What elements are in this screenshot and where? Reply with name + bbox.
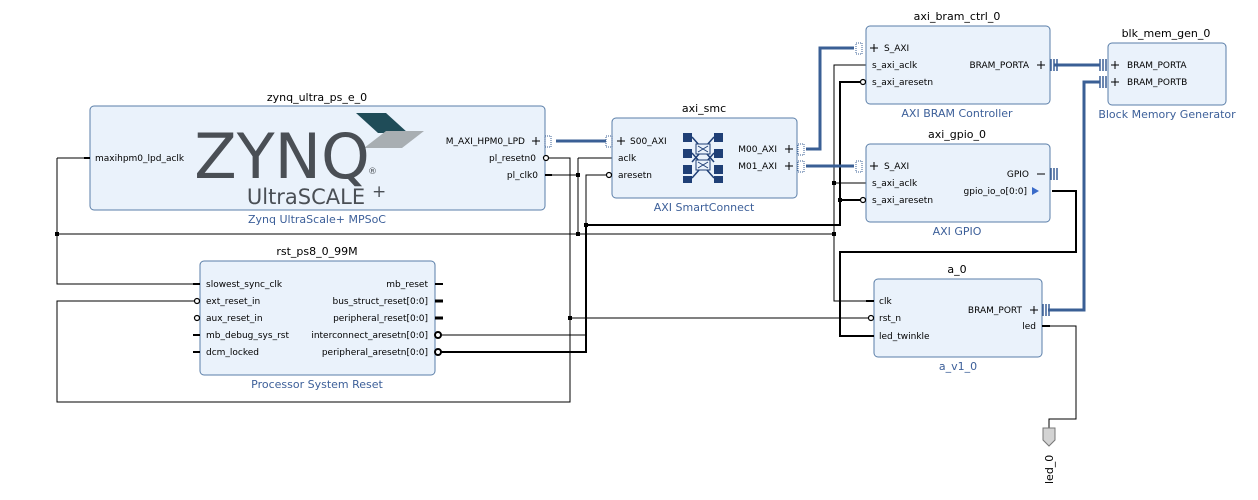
port-bus-struct-reset[interactable]: bus_struct_reset[0:0]: [332, 297, 428, 307]
port-interconnect-aresetn[interactable]: interconnect_aresetn[0:0]: [311, 331, 428, 341]
bram-ctrl-instance-name: axi_bram_ctrl_0: [914, 10, 1001, 23]
zynq-instance-name: zynq_ultra_ps_e_0: [267, 91, 367, 104]
port-ext-reset-in[interactable]: ext_reset_in: [206, 297, 260, 307]
smartconnect-crossbar-icon: [683, 133, 723, 183]
rst-ip-name: Processor System Reset: [251, 378, 383, 391]
gpio-instance-name: axi_gpio_0: [928, 128, 986, 141]
port-led0-label: led_0: [1043, 455, 1056, 484]
gpio-ip-name: AXI GPIO: [933, 225, 982, 238]
rst-instance-name: rst_ps8_0_99M: [276, 245, 357, 258]
port-rst-n[interactable]: rst_n: [879, 314, 901, 324]
block-axi-smartconnect[interactable]: axi_smc S00_AXI aclk aresetn M00_AXI M01…: [605, 102, 805, 214]
port-bram-portb-in[interactable]: BRAM_PORTB: [1127, 78, 1187, 88]
port-clk[interactable]: clk: [879, 297, 892, 307]
port-pl-clk0[interactable]: pl_clk0: [507, 171, 538, 181]
port-led-twinkle[interactable]: led_twinkle: [879, 332, 930, 342]
junction-dots: [55, 173, 842, 320]
port-slowest-sync-clk[interactable]: slowest_sync_clk: [206, 280, 283, 290]
port-mb-debug-sys-rst[interactable]: mb_debug_sys_rst: [206, 331, 289, 341]
port-s00-axi[interactable]: S00_AXI: [630, 137, 667, 147]
port-s-axi-aresetn[interactable]: s_axi_aresetn: [872, 78, 933, 88]
port-m01-axi[interactable]: M01_AXI: [738, 162, 777, 172]
output-arrow-icon: [1032, 187, 1039, 195]
wire-pl-resetn0[interactable]: [56, 157, 571, 403]
port-led[interactable]: led: [1022, 322, 1036, 332]
smc-ip-name: AXI SmartConnect: [654, 201, 755, 214]
port-aux-reset-in[interactable]: aux_reset_in: [206, 314, 263, 324]
port-bram-porta-in[interactable]: BRAM_PORTA: [1127, 61, 1187, 71]
port-pl-resetn0[interactable]: pl_resetn0: [489, 154, 536, 164]
port-aresetn[interactable]: aresetn: [618, 171, 652, 181]
port-gpio[interactable]: GPIO: [1007, 170, 1029, 180]
rst-input-ports: slowest_sync_clk ext_reset_in aux_reset_…: [193, 280, 289, 358]
wire-gpio-io-o[interactable]: [839, 190, 1077, 337]
block-zynq-ultra-ps[interactable]: zynq_ultra_ps_e_0 ZYNQ ® UltraSCALE + ma…: [84, 91, 552, 226]
port-peripheral-reset[interactable]: peripheral_reset[0:0]: [333, 314, 428, 324]
block-blk-mem-gen[interactable]: blk_mem_gen_0 BRAM_PORTA BRAM_PORTB Bloc…: [1098, 27, 1236, 121]
a0-ip-name: a_v1_0: [939, 360, 977, 373]
port-mb-reset[interactable]: mb_reset: [386, 280, 428, 290]
bus-m00-axi[interactable]: [806, 46, 854, 151]
output-port-icon: [1042, 427, 1056, 447]
block-axi-gpio[interactable]: axi_gpio_0 S_AXI s_axi_aclk s_axi_areset…: [855, 128, 1058, 238]
port-dcm-locked[interactable]: dcm_locked: [206, 348, 259, 358]
block-a-0[interactable]: a_0 clk rst_n led_twinkle BRAM_PORT led …: [866, 263, 1050, 373]
zynq-ip-name: Zynq UltraScale+ MPSoC: [248, 213, 386, 226]
port-gpio-s-axi[interactable]: S_AXI: [884, 162, 909, 172]
wires: [56, 64, 1077, 428]
block-proc-sys-reset[interactable]: rst_ps8_0_99M slowest_sync_clk ext_reset…: [193, 245, 443, 391]
port-aclk[interactable]: aclk: [618, 154, 637, 164]
buses: [556, 46, 1100, 312]
port-s-axi[interactable]: S_AXI: [884, 44, 909, 54]
port-gpio-s-axi-aclk[interactable]: s_axi_aclk: [872, 179, 918, 189]
port-m00-axi[interactable]: M00_AXI: [738, 145, 777, 155]
blk-mem-ip-name: Block Memory Generator: [1098, 108, 1236, 121]
logo-zynq-text: ZYNQ: [194, 120, 370, 193]
smc-instance-name: axi_smc: [682, 102, 726, 115]
port-bram-porta-out[interactable]: BRAM_PORTA: [969, 61, 1029, 71]
port-gpio-io-o[interactable]: gpio_io_o[0:0]: [964, 187, 1027, 197]
port-peripheral-aresetn[interactable]: peripheral_aresetn[0:0]: [322, 348, 428, 358]
logo-ultrascale-text: UltraSCALE: [247, 185, 365, 209]
bus-bram-portb[interactable]: [1048, 80, 1100, 312]
port-m-axi-hpm0-lpd[interactable]: M_AXI_HPM0_LPD: [446, 137, 525, 147]
port-s-axi-aclk[interactable]: s_axi_aclk: [872, 61, 918, 71]
port-gpio-s-axi-aresetn[interactable]: s_axi_aresetn: [872, 196, 933, 206]
port-maxihpm0-lpd-aclk[interactable]: maxihpm0_lpd_aclk: [95, 154, 185, 164]
zynq-logo: ZYNQ ® UltraSCALE +: [194, 113, 424, 209]
blk-mem-instance-name: blk_mem_gen_0: [1122, 27, 1211, 40]
wire-led[interactable]: [1044, 325, 1077, 428]
a0-instance-name: a_0: [947, 263, 966, 276]
rst-output-ports: mb_reset bus_struct_reset[0:0] periphera…: [311, 280, 443, 358]
logo-registered-mark: ®: [368, 167, 377, 177]
bram-ctrl-ip-name: AXI BRAM Controller: [901, 107, 1013, 120]
logo-plus-text: +: [372, 182, 386, 202]
port-bram-port[interactable]: BRAM_PORT: [968, 306, 1023, 316]
block-axi-bram-ctrl[interactable]: axi_bram_ctrl_0 S_AXI s_axi_aclk s_axi_a…: [855, 10, 1058, 120]
external-port-led0[interactable]: led_0: [1042, 427, 1056, 484]
